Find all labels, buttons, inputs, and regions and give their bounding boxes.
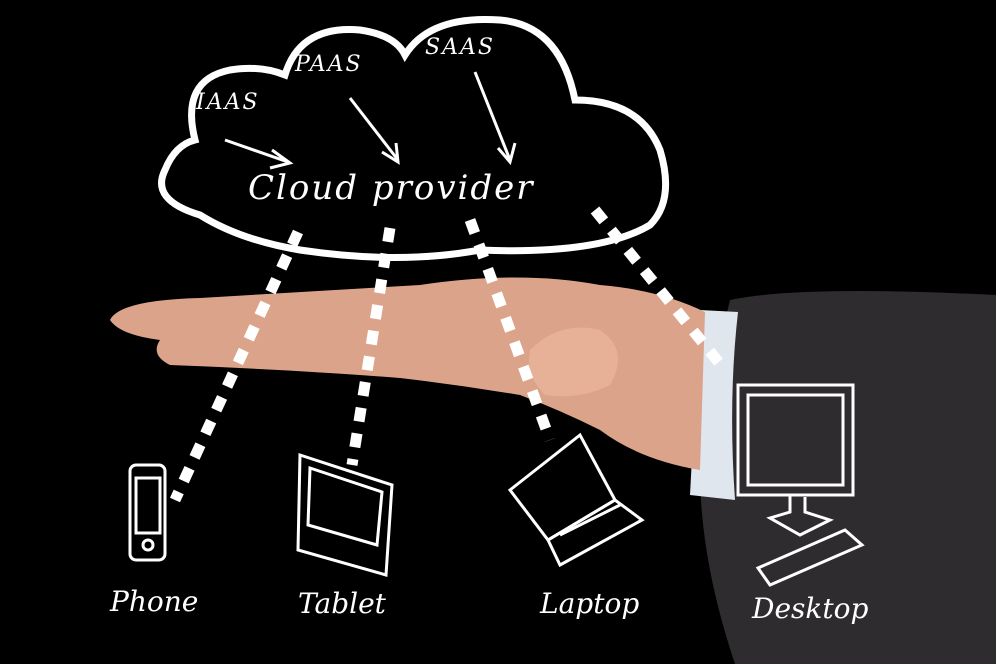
service-label-paas: PAAS (295, 52, 363, 77)
device-label-phone: Phone (110, 585, 199, 618)
device-label-tablet: Tablet (298, 587, 386, 620)
service-label-iaas: IAAS (196, 90, 260, 115)
connector-lines (170, 206, 730, 503)
thumb (529, 327, 618, 397)
cloud-outline (158, 15, 670, 261)
cloud-provider-title: Cloud provider (248, 168, 535, 208)
laptop-icon (507, 432, 645, 568)
open-hand (110, 277, 705, 470)
service-arrows (224, 71, 517, 170)
desktop-icon (736, 383, 865, 587)
tablet-icon (296, 452, 394, 577)
device-label-laptop: Laptop (540, 587, 640, 620)
device-label-desktop: Desktop (752, 592, 869, 625)
service-label-saas: SAAS (425, 35, 495, 60)
phone-icon (128, 463, 167, 562)
